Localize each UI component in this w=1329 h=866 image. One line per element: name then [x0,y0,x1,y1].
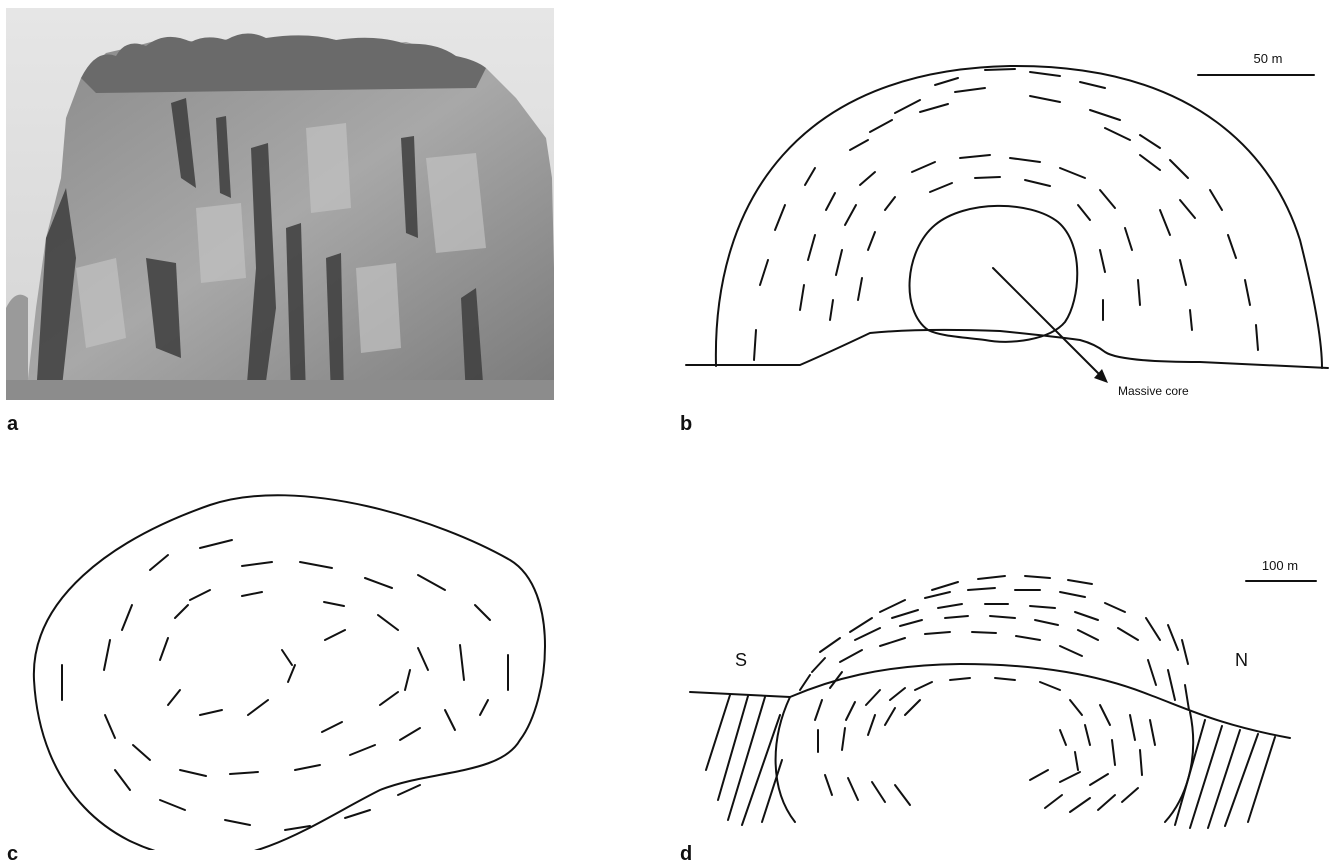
panel-d-diagram: 100 m S N [680,440,1329,850]
panel-b-flow-banding [754,69,1258,360]
panel-d-scale-text: 100 m [1262,558,1298,573]
panel-b-dome-outline [716,66,1322,368]
panel-label-b: b [680,413,692,436]
panel-d-north-marker: N [1235,650,1248,670]
outcrop-photograph [6,8,554,400]
panel-label-c: c [7,843,18,866]
panel-d-south-marker: S [735,650,747,670]
panel-c-flow-banding [62,540,508,830]
panel-label-d: d [680,843,692,866]
panel-d-flow-banding [800,576,1189,812]
panel-d-country-rock-right [1175,720,1275,828]
panel-b-arrow [993,268,1100,375]
photo-water [6,380,554,400]
panel-b-massive-core [910,206,1078,342]
panel-c-outline [34,495,545,850]
panel-b-diagram: 50 m Massive core [680,40,1329,400]
panel-b-core-label: Massive core [1118,384,1189,398]
panel-label-a: a [7,413,18,436]
panel-b-ground [686,330,1328,368]
panel-c-diagram [20,450,580,850]
panel-d-country-rock-left [706,695,782,825]
panel-b-scale-text: 50 m [1254,51,1283,66]
